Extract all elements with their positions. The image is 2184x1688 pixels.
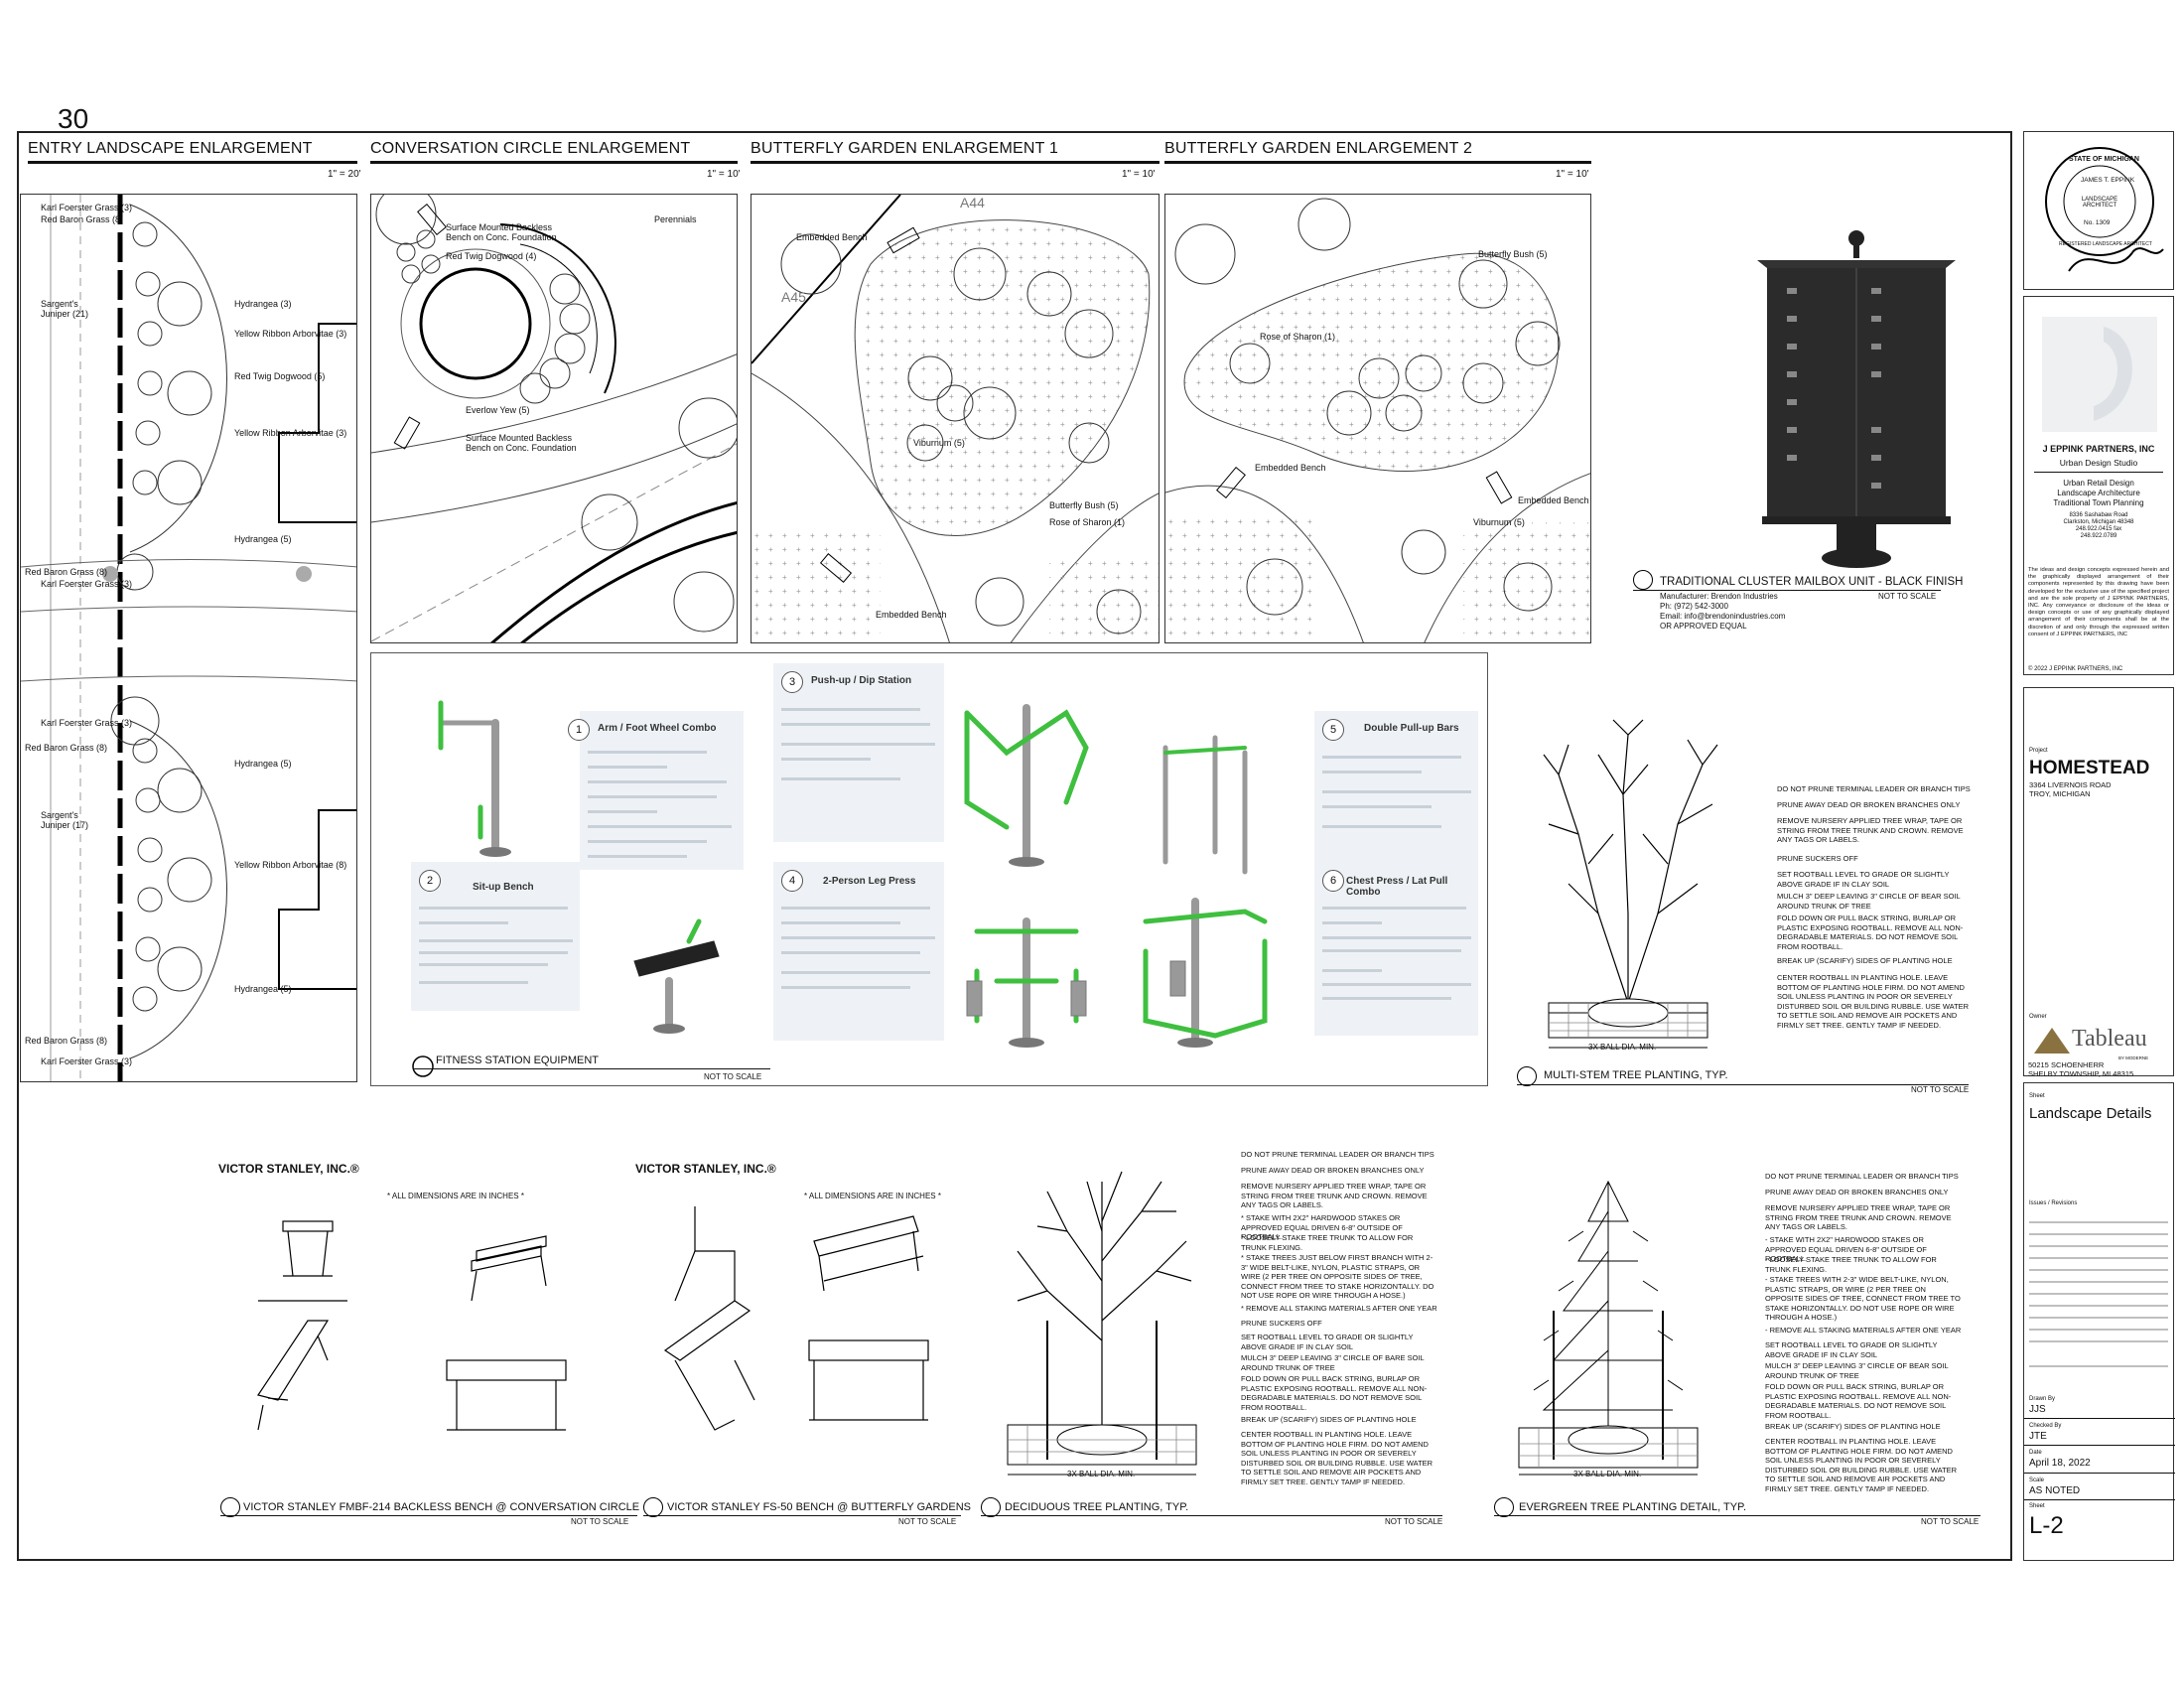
project-name: HOMESTEAD xyxy=(2029,758,2150,778)
evergreen-detail: 3X BALL DIA. MIN. DO NOT PRUNE TERMINAL … xyxy=(1489,1162,1985,1494)
conversation-plan: Surface Mounted Backless Bench on Conc. … xyxy=(370,194,738,643)
conversation-scale: 1" = 10' xyxy=(707,169,741,180)
butterfly1-plan: + Embedded Bench A45 A44 Viburnum (5) Bu… xyxy=(751,194,1160,643)
butterfly2-title: BUTTERFLY GARDEN ENLARGEMENT 2 xyxy=(1164,140,1473,157)
seal-icon xyxy=(2045,147,2164,272)
multistem-detail: 3X BALL DIA. MIN. DO NOT PRUNE TERMINAL … xyxy=(1529,715,1971,1072)
deciduous-title: DECIDUOUS TREE PLANTING, TYP. xyxy=(1005,1501,1189,1513)
evergreen-drawing xyxy=(1518,1180,1699,1476)
fitness-card-6: 6 Chest Press / Lat Pull Combo xyxy=(1314,862,1478,1036)
fitness-equipment-drawings xyxy=(412,700,1268,1077)
fitness-panel: 1 Arm / Foot Wheel Combo 3 Push-up / Dip… xyxy=(370,652,1488,1086)
evergreen-title: EVERGREEN TREE PLANTING DETAIL, TYP. xyxy=(1519,1501,1747,1513)
fitness-title: FITNESS STATION EQUIPMENT xyxy=(436,1055,599,1066)
bench2-detail: VICTOR STANLEY, INC.® * ALL DIMENSIONS A… xyxy=(635,1162,973,1489)
conversation-plan-drawing xyxy=(371,195,737,642)
butterfly1-plan-drawing: + xyxy=(751,195,1159,642)
multistem-title: MULTI-STEM TREE PLANTING, TYP. xyxy=(1544,1069,1728,1081)
firm-logo xyxy=(2042,317,2157,432)
butterfly2-scale: 1" = 10' xyxy=(1556,169,1589,180)
owner-logo-icon xyxy=(2034,1028,2070,1054)
sheet-border xyxy=(17,131,2012,1561)
fitness-card-2: 2 Sit-up Bench xyxy=(411,862,580,1011)
page-number: 30 xyxy=(58,103,89,134)
firm-box: J EPPINK PARTNERS, INC Urban Design Stud… xyxy=(2023,296,2174,675)
fitness-card-1: 1 Arm / Foot Wheel Combo xyxy=(568,711,744,870)
bench1-title: VICTOR STANLEY FMBF-214 BACKLESS BENCH @… xyxy=(243,1501,640,1513)
bench2-title: VICTOR STANLEY FS-50 BENCH @ BUTTERFLY G… xyxy=(667,1501,971,1513)
entry-plan-drawing xyxy=(21,195,356,1081)
fitness-card-4: 4 2-Person Leg Press xyxy=(773,862,944,1041)
butterfly2-plan-drawing: + xyxy=(1165,198,1590,642)
bench1-detail: VICTOR STANLEY, INC.® * ALL DIMENSIONS A… xyxy=(218,1162,635,1489)
entry-title: ENTRY LANDSCAPE ENLARGEMENT xyxy=(28,140,313,157)
mailbox-title: TRADITIONAL CLUSTER MAILBOX UNIT - BLACK… xyxy=(1660,576,1964,588)
sheet-info-box: Sheet Landscape Details Issues / Revisio… xyxy=(2023,1082,2175,1561)
mailbox-icon xyxy=(1757,230,1956,568)
sheet-number: L-2 xyxy=(2029,1512,2064,1539)
fitness-card-3: 3 Push-up / Dip Station xyxy=(773,663,944,842)
butterfly1-scale: 1" = 10' xyxy=(1122,169,1156,180)
revision-lines xyxy=(2029,1221,2168,1367)
sheet-title: Landscape Details xyxy=(2029,1105,2152,1122)
deciduous-drawing xyxy=(1007,1171,1197,1476)
butterfly2-plan: + Butterfly Bush (5) Rose of Sharon (1) … xyxy=(1164,194,1591,643)
deciduous-detail: 3X BALL DIA. MIN. DO NOT PRUNE TERMINAL … xyxy=(978,1142,1454,1494)
entry-plan: Karl Foerster Grass (3) Red Baron Grass … xyxy=(20,194,357,1082)
project-box: Project HOMESTEAD 3364 LIVERNOIS ROAD TR… xyxy=(2023,687,2174,1076)
conversation-title: CONVERSATION CIRCLE ENLARGEMENT xyxy=(370,140,691,157)
bench1-drawing xyxy=(257,1220,567,1431)
entry-scale: 1" = 20' xyxy=(328,169,361,180)
multistem-drawing xyxy=(1543,719,1718,1049)
seal-box: STATE OF MICHIGAN JAMES T. EPPINK LANDSC… xyxy=(2023,131,2174,290)
owner-logo: Tableau xyxy=(2072,1026,2147,1052)
mailbox-photo xyxy=(1707,199,2005,576)
butterfly1-title: BUTTERFLY GARDEN ENLARGEMENT 1 xyxy=(751,140,1059,157)
fitness-card-5: 5 Double Pull-up Bars xyxy=(1314,711,1478,870)
bench2-drawing xyxy=(663,1206,929,1431)
